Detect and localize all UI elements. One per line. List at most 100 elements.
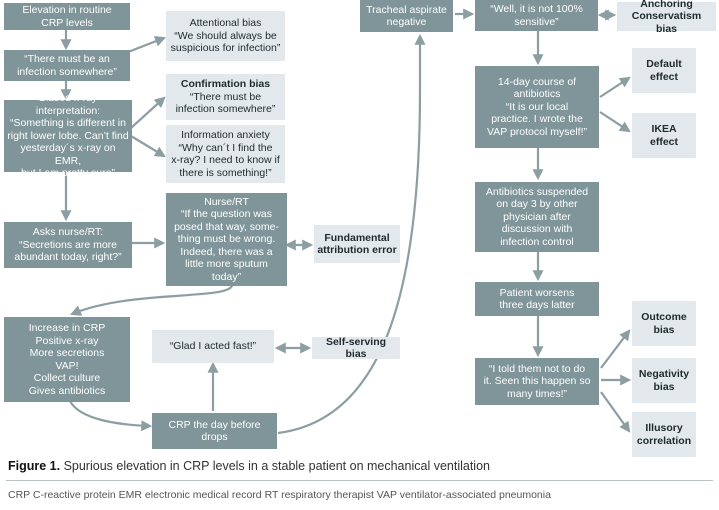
box-line: three days latter [499, 299, 575, 311]
box-line: abundant today, right?” [14, 251, 122, 264]
box-line: “There must be [189, 90, 262, 103]
box-line: bias [653, 323, 675, 336]
box-line: attribution error [317, 244, 397, 256]
box-line: infection somewhere” [175, 103, 276, 116]
illusory-correlation-box: Illusory correlation [632, 412, 696, 457]
fundamental-attribution-error-box: Fundamental attribution error [314, 225, 400, 263]
ikea-effect-box: IKEA effect [632, 113, 696, 158]
increase-crp-box: Increase in CRP Positive x-ray More secr… [4, 317, 130, 402]
box-line: Increase in CRP [28, 322, 106, 334]
box-line: many times!” [506, 387, 568, 400]
told-them-box: “I told them not to do it. Seen this hap… [475, 358, 599, 405]
box-line: Antibiotics suspended [485, 185, 589, 198]
box-line: negative [386, 16, 427, 28]
antibiotics-suspended-box: Antibiotics suspended on day 3 by other … [475, 182, 599, 252]
box-line: Patient worsens [499, 286, 575, 299]
box-line: “Something is different in [10, 117, 126, 130]
box-line: “Glad I acted fast!” [169, 340, 257, 353]
box-line: drops [201, 431, 228, 443]
figure-caption-text: Spurious elevation in CRP levels in a st… [60, 459, 490, 473]
box-line: Nurse/RT [204, 195, 249, 208]
box-line: VAP! [55, 359, 79, 372]
box-line: Confirmation bias [180, 78, 271, 91]
negativity-bias-box: Negativity bias [632, 358, 696, 403]
figure-caption: Figure 1. Spurious elevation in CRP leve… [8, 459, 490, 473]
box-line: discussion with [501, 223, 573, 236]
outcome-bias-box: Outcome bias [632, 301, 696, 346]
box-line: little more sputum [185, 258, 268, 271]
anchoring-conservatism-box: Anchoring Conservatism bias [617, 0, 716, 35]
caption-divider [6, 480, 713, 481]
box-line: but I am pretty sure” [21, 167, 115, 180]
box-line: Elevation in routine [22, 4, 112, 16]
box-line: Conservatism bias [631, 10, 702, 35]
biased-xray-box: Biased x-ray interpretation: “Something … [4, 92, 132, 179]
box-line: “Secretions are more [18, 238, 118, 251]
glad-acted-box: “Glad I acted fast!” [152, 330, 274, 363]
box-line: Self-serving bias [325, 335, 387, 361]
box-line: on day 3 by other [496, 198, 578, 211]
box-line: “It is our local [505, 100, 569, 113]
box-line: there is something!” [179, 166, 272, 179]
box-line: right lower lobe. Can’t find [7, 129, 129, 142]
information-anxiety-box: Information anxiety “Why can´t I find th… [166, 125, 285, 183]
box-line: correlation [636, 434, 692, 447]
abbreviations-footnote: CRP C-reactive protein EMR electronic me… [8, 489, 551, 501]
self-serving-bias-box: Self-serving bias [312, 335, 400, 361]
box-line: VAP protocol myself!” [487, 125, 587, 138]
box-line: today” [211, 270, 242, 283]
attentional-bias-box: Attentional bias “We should always be su… [166, 11, 285, 61]
box-line: CRP levels [41, 16, 93, 29]
box-line: Fundamental [324, 231, 390, 244]
box-line: “Why can´t I find the [178, 141, 273, 154]
box-line: Outcome [641, 311, 687, 323]
box-line: effect [649, 135, 678, 148]
box-line: bias [653, 380, 675, 393]
box-line: Information anxiety [181, 129, 270, 141]
box-line: IKEA [651, 123, 677, 135]
box-line: Tracheal aspirate [366, 3, 447, 16]
box-line: More secretions [29, 347, 105, 359]
box-line: Anchoring [640, 0, 693, 10]
box-line: yesterday´s x-ray on EMR, [20, 142, 116, 167]
box-line: Indeed, there was a [180, 245, 273, 258]
confirmation-bias-box: Confirmation bias “There must be infecti… [166, 74, 285, 120]
box-line: Attentional bias [189, 17, 262, 30]
box-line: posed that way, some- [174, 220, 279, 233]
not-100-sensitive-box: “Well, it is not 100% sensitive” [475, 0, 598, 31]
infection-somewhere-box: “There must be an infection somewhere” [4, 50, 130, 81]
default-effect-box: Default effect [632, 48, 696, 93]
box-line: “There must be an [24, 53, 110, 65]
box-line: Illusory [645, 422, 683, 434]
box-line: Positive x-ray [35, 334, 99, 347]
box-line: sensitive” [514, 15, 559, 28]
course-antibiotics-box: 14-day course of antibiotics “It is our … [475, 66, 599, 148]
box-line: “I told them not to do [488, 362, 586, 375]
box-line: thing must be wrong. [177, 233, 276, 246]
box-line: x-ray? I need to know if [171, 154, 280, 166]
nurse-rt-box: Nurse/RT “If the question was posed that… [166, 193, 287, 286]
box-line: it. Seen this happen so [483, 375, 591, 388]
box-line: Biased x-ray interpretation: [35, 92, 101, 117]
box-line: infection somewhere” [17, 65, 117, 78]
box-line: suspicious for infection” [170, 42, 281, 55]
box-line: CRP the day before [168, 418, 261, 431]
box-line: Asks nurse/RT: [32, 226, 104, 239]
box-line: Gives antibiotics [28, 384, 106, 397]
crp-elevation-box: Elevation in routine CRP levels [4, 3, 130, 30]
box-line: antibiotics [513, 88, 561, 101]
box-line: “Well, it is not 100% [490, 3, 583, 15]
patient-worsens-box: Patient worsens three days latter [475, 282, 599, 316]
box-line: effect [649, 70, 678, 83]
figure-label: Figure 1. [8, 459, 61, 473]
box-line: practice. I wrote the [491, 113, 583, 126]
crp-day-before-box: CRP the day before drops [152, 413, 277, 449]
box-line: Default [646, 58, 682, 70]
box-line: Collect culture [33, 372, 101, 384]
box-line: physician after [503, 210, 571, 223]
box-line: “If the question was [180, 208, 273, 221]
box-line: 14-day course of [497, 75, 577, 88]
tracheal-aspirate-box: Tracheal aspirate negative [360, 0, 453, 32]
box-line: “We should always be [174, 29, 277, 42]
